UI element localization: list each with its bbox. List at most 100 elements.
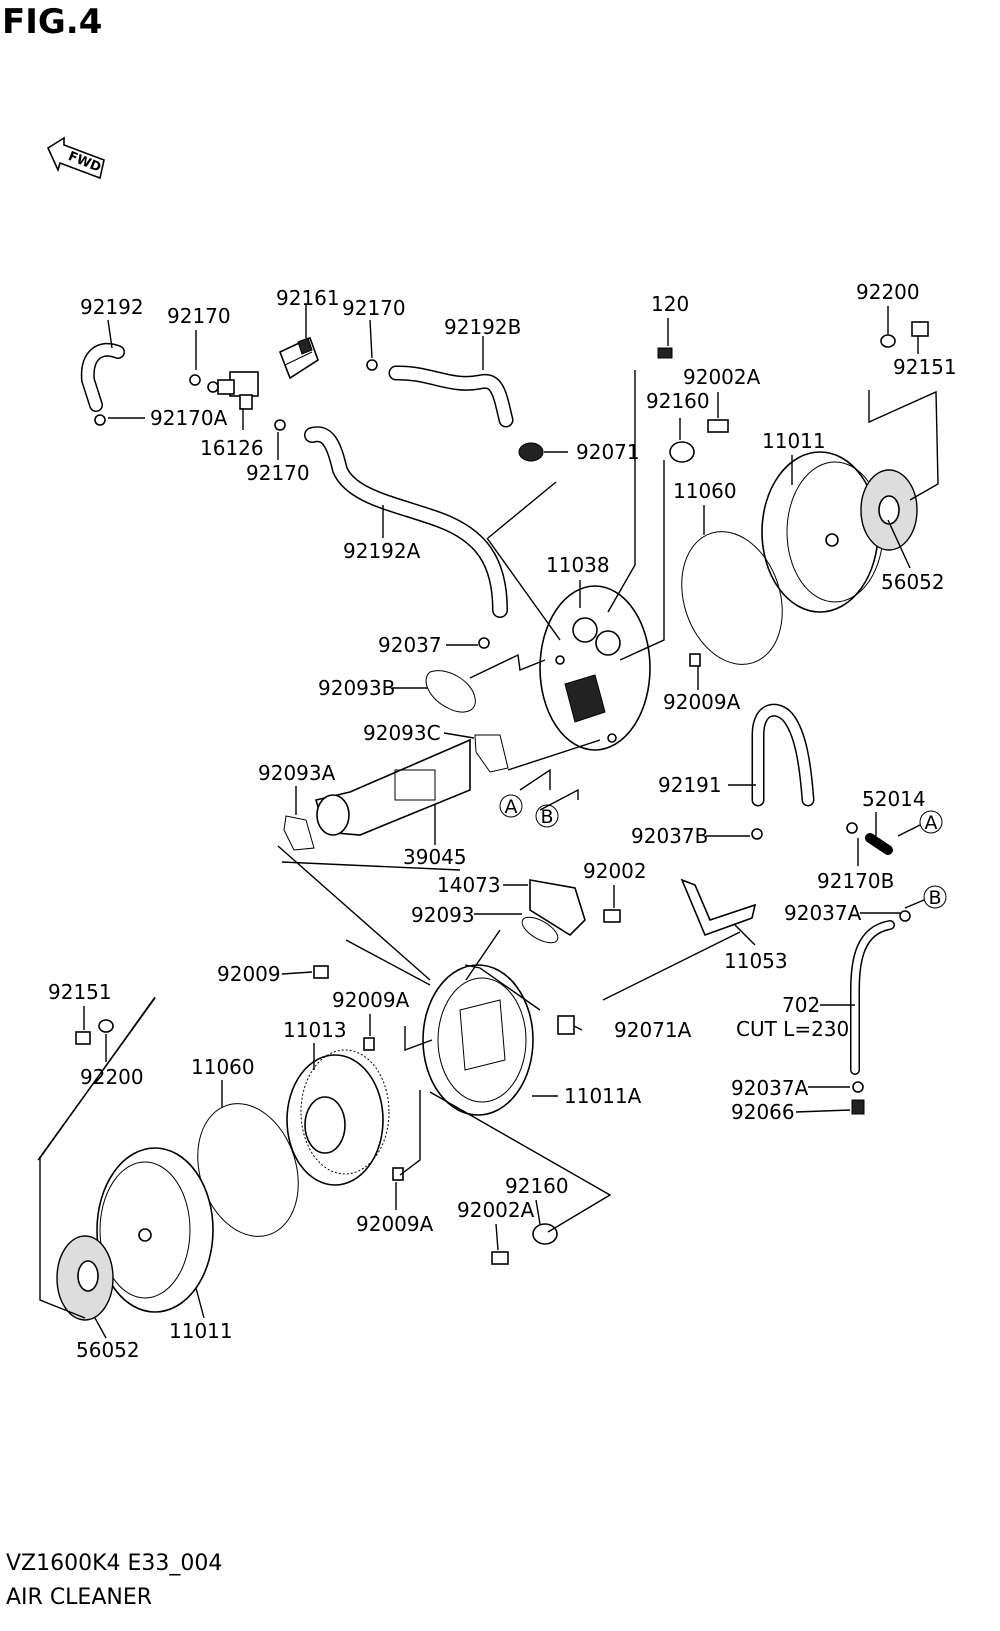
label-92170B: 92170B bbox=[817, 869, 894, 893]
bolt-92009A-mid bbox=[363, 1037, 375, 1051]
elbow-14073 bbox=[529, 879, 586, 937]
bolt-92002A-top bbox=[707, 419, 729, 433]
filter-11013 bbox=[286, 1049, 390, 1186]
label-11011: 11011 bbox=[169, 1319, 233, 1343]
label-92200: 92200 bbox=[80, 1065, 144, 1089]
ref-A-right: A bbox=[919, 810, 943, 834]
spacer-92160-bottom bbox=[532, 1223, 558, 1245]
ref-B-left: B bbox=[535, 804, 559, 828]
label-92093B: 92093B bbox=[318, 676, 395, 700]
clamp-icons bbox=[94, 359, 911, 1093]
bolt-92009A-top bbox=[689, 653, 701, 667]
label-92170: 92170 bbox=[167, 304, 231, 328]
base-11011A bbox=[422, 964, 534, 1116]
diagram-caption: AIR CLEANER bbox=[6, 1585, 153, 1610]
washer-92200-bottom bbox=[98, 1019, 114, 1033]
label-52014: 52014 bbox=[862, 787, 926, 811]
label-92093A: 92093A bbox=[258, 761, 336, 785]
label-16126: 16126 bbox=[200, 436, 264, 460]
ring-11060-top bbox=[681, 531, 783, 665]
label-92037B: 92037B bbox=[631, 824, 708, 848]
label-11013: 11013 bbox=[283, 1018, 347, 1042]
bolt-92002 bbox=[603, 909, 621, 923]
label-11011: 11011 bbox=[762, 429, 826, 453]
ref-A-left: A bbox=[499, 794, 523, 818]
label-92002A: 92002A bbox=[457, 1198, 535, 1222]
figure-title: FIG.4 bbox=[2, 2, 103, 42]
ref-A-right-label: A bbox=[925, 812, 938, 834]
label-56052: 56052 bbox=[76, 1338, 140, 1362]
diagram-code: VZ1600K4 E33_004 bbox=[6, 1551, 223, 1576]
label-92093C: 92093C bbox=[363, 721, 441, 745]
bolt-92151-top bbox=[911, 321, 929, 337]
label-92151: 92151 bbox=[893, 355, 957, 379]
label-92037A: 92037A bbox=[784, 901, 862, 925]
label-92192B: 92192B bbox=[444, 315, 521, 339]
label-39045: 39045 bbox=[403, 845, 467, 869]
fitting-92066 bbox=[851, 1099, 865, 1115]
duct-39045 bbox=[315, 738, 471, 836]
plate-56052-bottom bbox=[56, 1235, 114, 1321]
label-11053: 11053 bbox=[724, 949, 788, 973]
label-11060: 11060 bbox=[191, 1055, 255, 1079]
label-92037A: 92037A bbox=[731, 1076, 809, 1100]
label-92009A: 92009A bbox=[332, 988, 410, 1012]
leader-lines bbox=[37, 304, 939, 1339]
ref-B-right-label: B bbox=[928, 887, 941, 909]
label-92170: 92170 bbox=[342, 296, 406, 320]
label-56052: 56052 bbox=[881, 570, 945, 594]
label-92170A: 92170A bbox=[150, 406, 228, 430]
label-11038: 11038 bbox=[546, 553, 610, 577]
gasket-92093A bbox=[283, 815, 315, 851]
fitting-92071A bbox=[557, 1015, 575, 1035]
label-92071A: 92071A bbox=[614, 1018, 692, 1042]
screw-120 bbox=[657, 347, 673, 359]
washer-92200-top bbox=[880, 334, 896, 348]
gasket-92093C bbox=[474, 734, 509, 773]
label-92192A: 92192A bbox=[343, 539, 421, 563]
bracket-11053 bbox=[680, 878, 757, 937]
label-92009: 92009 bbox=[217, 962, 281, 986]
label-92037: 92037 bbox=[378, 633, 442, 657]
bracket-92161 bbox=[278, 336, 319, 380]
fwd-arrow-icon: FWD bbox=[46, 136, 105, 180]
label-92160: 92160 bbox=[646, 389, 710, 413]
pipe-52014 bbox=[865, 833, 893, 855]
label-92161: 92161 bbox=[276, 286, 340, 310]
part-labels: 92192 92170 92161 92170 92192B 120 92200… bbox=[48, 280, 957, 1362]
bolt-92002A-bottom bbox=[491, 1251, 509, 1265]
valve-16126 bbox=[207, 371, 259, 410]
cover-11011-bottom bbox=[96, 1147, 214, 1313]
label-92093: 92093 bbox=[411, 903, 475, 927]
label-92071: 92071 bbox=[576, 440, 640, 464]
spacer-92160-top bbox=[669, 441, 695, 463]
label-92002A: 92002A bbox=[683, 365, 761, 389]
label-11060: 11060 bbox=[673, 479, 737, 503]
label-92151: 92151 bbox=[48, 980, 112, 1004]
gasket-92093 bbox=[521, 916, 559, 944]
label-92191: 92191 bbox=[658, 773, 722, 797]
ref-A-left-label: A bbox=[505, 796, 518, 818]
grommet-92071 bbox=[518, 442, 544, 462]
bolt-92151-bottom bbox=[75, 1031, 91, 1045]
label-92200: 92200 bbox=[856, 280, 920, 304]
label-92009A: 92009A bbox=[356, 1212, 434, 1236]
label-92192: 92192 bbox=[80, 295, 144, 319]
label-120: 120 bbox=[651, 292, 689, 316]
label-702: 702 bbox=[782, 993, 820, 1017]
label-11011A: 11011A bbox=[564, 1084, 642, 1108]
label-cut-length: CUT L=230 bbox=[736, 1017, 849, 1041]
gasket-92093B bbox=[425, 670, 476, 713]
plate-56052-top bbox=[860, 469, 918, 551]
label-92160: 92160 bbox=[505, 1174, 569, 1198]
label-92002: 92002 bbox=[583, 859, 647, 883]
bolt-92009A-bottom bbox=[392, 1167, 404, 1181]
ref-B-right: B bbox=[923, 885, 947, 909]
label-92170: 92170 bbox=[246, 461, 310, 485]
ref-B-left-label: B bbox=[540, 806, 553, 828]
base-plate-11038 bbox=[539, 585, 651, 751]
bolt-92009 bbox=[313, 965, 329, 979]
label-14073: 14073 bbox=[437, 873, 501, 897]
label-92066: 92066 bbox=[731, 1100, 795, 1124]
